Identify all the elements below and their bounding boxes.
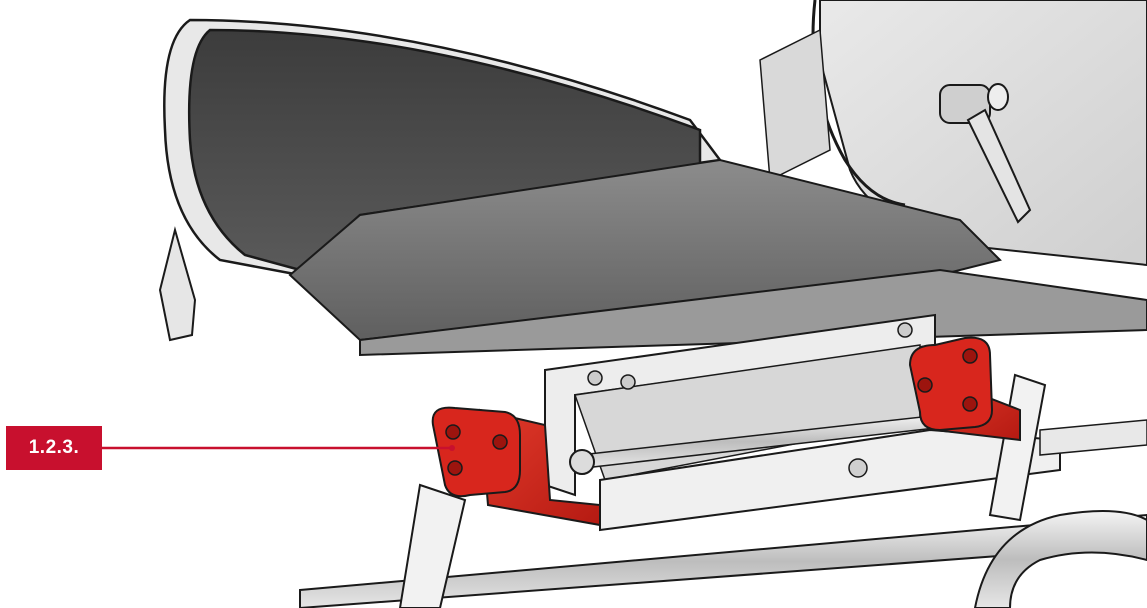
seat-pan	[288, 158, 1147, 357]
crank-handle	[939, 83, 1032, 224]
hinge-part-left	[431, 406, 601, 527]
cross-rod	[569, 414, 946, 478]
hinge-part-right	[908, 336, 1021, 442]
callout-badge: 1.2.3.	[6, 426, 102, 470]
seat-cushion	[158, 18, 723, 342]
mounting-bracket	[544, 313, 1061, 532]
callout-leader-dot	[449, 445, 455, 451]
base-frame	[299, 373, 1147, 608]
